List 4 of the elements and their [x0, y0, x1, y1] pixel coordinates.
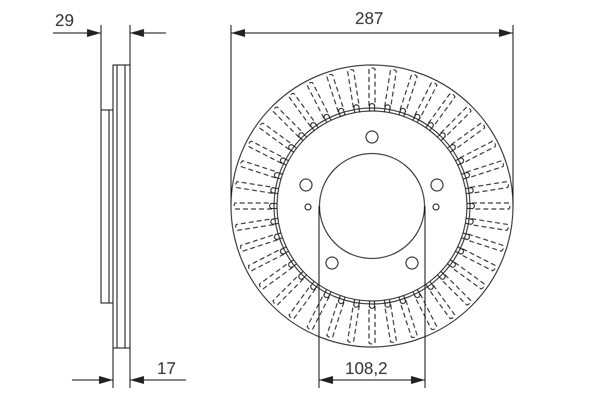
dimension-value: 287 [355, 10, 384, 27]
dimension-value: 29 [55, 12, 74, 29]
dimension-value: 108,2 [345, 360, 388, 377]
dimension-value: 17 [157, 360, 176, 377]
